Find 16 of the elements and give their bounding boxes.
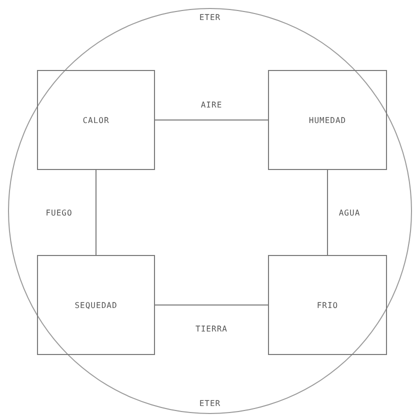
box-label: HUMEDAD xyxy=(308,116,346,124)
box-label: CALOR xyxy=(82,116,110,124)
edge-label: AIRE xyxy=(200,100,224,110)
box-label: FRIO xyxy=(316,300,338,310)
concept-box xyxy=(37,255,155,355)
box-label: SEQUEDAD xyxy=(74,300,118,310)
concept-box xyxy=(37,70,155,170)
concept-box xyxy=(268,255,387,355)
edge-label: FUEGO xyxy=(44,208,74,217)
connector-line xyxy=(327,170,328,256)
edge-label: AGUA xyxy=(338,208,362,217)
connector-line xyxy=(154,304,268,306)
circle-label: ETER xyxy=(199,399,221,408)
edge-label: TIERRA xyxy=(194,324,228,334)
concept-box xyxy=(268,70,387,170)
circle-label: ETER xyxy=(199,13,221,22)
